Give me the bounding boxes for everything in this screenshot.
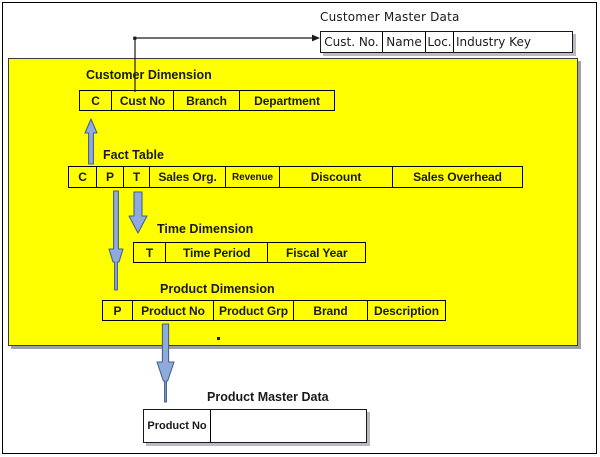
customer-master-data-title: Customer Master Data <box>320 10 460 24</box>
product-master-data-table: Product No <box>143 409 367 443</box>
cell-empty <box>211 410 366 442</box>
cell-cust-no: Cust. No. <box>321 32 383 52</box>
cell-revenue: Revenue <box>226 167 280 187</box>
cell-cust-no: Cust No <box>112 91 174 110</box>
cell-sales-org: Sales Org. <box>150 167 226 187</box>
cell-product-no: Product No <box>133 301 214 320</box>
cell-discount: Discount <box>280 167 393 187</box>
cell-t: T <box>124 167 150 187</box>
cell-sales-overhead: Sales Overhead <box>413 170 502 184</box>
product-dimension-table: P Product No Product Grp Brand Descripti… <box>102 300 446 321</box>
cell-department: Department <box>254 93 320 108</box>
cell-c: C <box>69 167 97 187</box>
customer-dimension-caption: Customer Dimension <box>86 68 212 82</box>
cell-name: Name <box>383 32 426 52</box>
time-dimension-caption: Time Dimension <box>157 222 254 236</box>
product-master-data-title: Product Master Data <box>207 390 329 404</box>
ink-artifact-dot <box>217 337 220 340</box>
cell-loc: Loc. <box>426 32 454 52</box>
time-dimension-table: T Time Period Fiscal Year <box>133 242 366 263</box>
product-dimension-caption: Product Dimension <box>160 282 275 296</box>
cell-fiscal-year: Fiscal Year <box>286 245 348 260</box>
customer-master-data-table: Cust. No. Name Loc. Industry Key <box>320 31 573 53</box>
customer-dimension-table: C Cust No Branch Department <box>79 90 335 111</box>
cell-product-grp: Product Grp <box>214 301 294 320</box>
cell-description: Description <box>374 303 439 318</box>
cell-industry-key: Industry Key <box>456 35 531 49</box>
cell-t: T <box>134 243 166 262</box>
cell-product-no: Product No <box>144 410 211 442</box>
cell-time-period: Time Period <box>166 243 269 262</box>
fact-table: C P T Sales Org. Revenue Discount Sales … <box>68 166 523 188</box>
cell-p: P <box>103 301 133 320</box>
cell-c: C <box>80 91 112 110</box>
cell-brand: Brand <box>294 301 368 320</box>
cell-branch: Branch <box>174 91 240 110</box>
fact-table-caption: Fact Table <box>103 148 164 162</box>
cell-p: P <box>97 167 124 187</box>
